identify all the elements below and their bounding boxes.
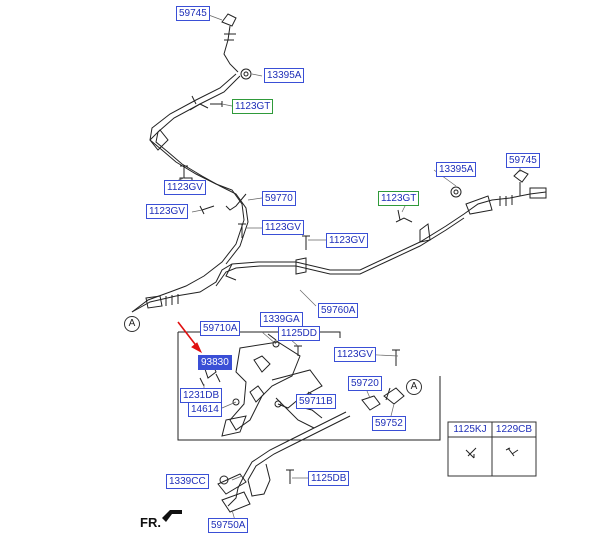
parts-table-col-1229cb[interactable]: 1229CB [495, 424, 533, 435]
cable-left-end [145, 294, 179, 309]
callout-59745-right[interactable]: 59745 [506, 153, 540, 168]
front-arrow-icon [162, 510, 182, 522]
bolt-1125db [286, 469, 294, 484]
callout-1339cc[interactable]: 1339CC [166, 474, 209, 489]
parts-table [447, 421, 537, 477]
equalizer-59720 [361, 387, 405, 411]
callout-93830[interactable]: 93830 [198, 355, 232, 370]
callout-59770[interactable]: 59770 [262, 191, 296, 206]
nut-13395a-right [450, 186, 462, 198]
callout-13395a-right[interactable]: 13395A [436, 162, 477, 177]
callout-59711b[interactable]: 59711B [296, 394, 336, 409]
cable-59750a [217, 411, 351, 513]
callout-1339ga[interactable]: 1339GA [260, 312, 303, 327]
front-direction-label: FR. [140, 515, 161, 530]
callout-13395a-top[interactable]: 13395A [264, 68, 305, 83]
cable-59745-left [221, 13, 239, 73]
callout-1231db[interactable]: 1231DB [180, 388, 223, 403]
callout-1123gv-c[interactable]: 1123GV [262, 220, 304, 235]
bolt-1123gv-e [392, 349, 400, 366]
callout-59750a[interactable]: 59750A [208, 518, 249, 533]
callout-59752[interactable]: 59752 [372, 416, 406, 431]
bolt-1339ga [267, 333, 280, 348]
callout-1123gt-top[interactable]: 1123GT [232, 99, 274, 114]
callout-1123gv-d[interactable]: 1123GV [326, 233, 368, 248]
bolt-1123gt-top [189, 95, 223, 111]
callout-1123gv-e[interactable]: 1123GV [334, 347, 376, 362]
cable-59745-right [513, 169, 529, 196]
nut-13395a-top [240, 68, 252, 80]
callout-1125db[interactable]: 1125DB [308, 471, 350, 486]
bolt-1123gv-d [295, 235, 310, 275]
parts-table-col-1125kj[interactable]: 1125KJ [453, 424, 487, 435]
callout-1123gv-b[interactable]: 1123GV [146, 204, 188, 219]
bolt-1125dd [294, 345, 302, 356]
cable-59760a [131, 187, 547, 313]
callout-59760a[interactable]: 59760A [318, 303, 359, 318]
connector-a-left: A [124, 316, 140, 332]
pedal-assembly [221, 341, 323, 437]
callout-59745-top[interactable]: 59745 [176, 6, 210, 21]
bolt-1123gv-b [199, 205, 215, 215]
callout-1125dd[interactable]: 1125DD [278, 326, 320, 341]
callout-14614[interactable]: 14614 [188, 402, 222, 417]
callout-59720[interactable]: 59720 [348, 376, 382, 391]
callout-1123gv-a[interactable]: 1123GV [164, 180, 206, 195]
red-arrow-icon [177, 321, 203, 354]
callout-1123gt-right[interactable]: 1123GT [378, 191, 420, 206]
connector-a-right: A [406, 379, 422, 395]
callout-59710a[interactable]: 59710A [200, 321, 241, 336]
bolt-1123gv-c [238, 223, 246, 238]
bolt-1123gt-right [395, 209, 431, 243]
